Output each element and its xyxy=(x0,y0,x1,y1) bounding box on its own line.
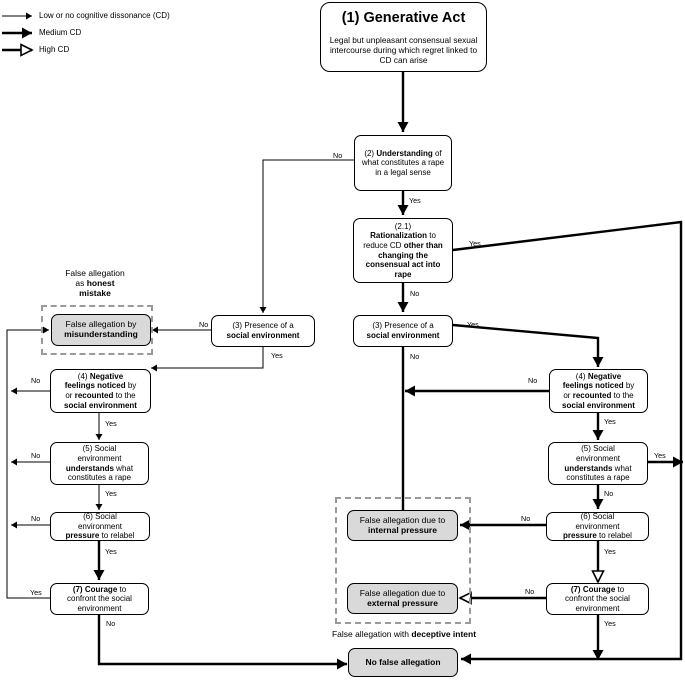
label-6l-yes: Yes xyxy=(105,547,117,556)
understands-node-left: (5) Social environment understands what … xyxy=(50,442,149,485)
courage-node-left: (7) Courage to confront the social envir… xyxy=(50,583,149,615)
label-3r-yes: Yes xyxy=(467,320,479,329)
honest-mistake-annotation: False allegation as honest mistake xyxy=(65,268,125,298)
label-6r-no: No xyxy=(521,514,531,523)
false-allegation-internal-node: False allegation due to internal pressur… xyxy=(347,510,458,541)
edge-7l-no xyxy=(97,615,347,670)
label-6r-yes: Yes xyxy=(604,547,616,556)
false-allegation-external-node: False allegation due to external pressur… xyxy=(347,583,458,614)
edge-3r-yes xyxy=(452,323,604,367)
understands-node-right: (5) Social environment understands what … xyxy=(548,442,648,485)
label-4r-yes: Yes xyxy=(604,417,616,426)
legend-low-label: Low or no cognitive dissonance (CD) xyxy=(39,11,170,20)
legend-medium-label: Medium CD xyxy=(39,28,82,37)
label-7r-no: No xyxy=(525,587,535,596)
false-allegation-misunderstanding-node: False allegation by misunderstanding xyxy=(51,314,151,346)
edge-7l-yes xyxy=(6,326,50,599)
generative-act-node: (1) Generative Act Legal but unpleasant … xyxy=(320,2,487,72)
label-5r-no: No xyxy=(604,489,614,498)
understanding-node: (2) Understanding of what constitutes a … xyxy=(354,135,452,191)
label-5l-yes: Yes xyxy=(105,489,117,498)
no-false-allegation-node: No false allegation xyxy=(348,648,458,677)
rationalization-node: (2.1)Rationalization to reduce CD other … xyxy=(353,218,453,283)
label-2.1-no: No xyxy=(410,289,420,298)
label-6l-no: No xyxy=(31,514,41,523)
edge-3l-yes xyxy=(151,347,264,372)
label-2-no: No xyxy=(333,151,343,160)
label-5l-no: No xyxy=(31,451,41,460)
label-5r-yes: Yes xyxy=(654,451,666,460)
edge-2-no xyxy=(259,159,354,313)
label-7l-yes: Yes xyxy=(30,588,42,597)
label-4l-no: No xyxy=(31,376,41,385)
label-3l-no: No xyxy=(199,320,209,329)
pressure-node-right: (6) Social environment pressure to relab… xyxy=(546,512,649,541)
edge-2.1-yes xyxy=(452,220,683,665)
honest-mistake-frame xyxy=(41,305,153,355)
label-2-yes: Yes xyxy=(409,196,421,205)
label-4r-no: No xyxy=(528,376,538,385)
courage-node-right: (7) Courage to confront the social envir… xyxy=(546,583,649,615)
label-3r-no: No xyxy=(410,352,420,361)
label-2.1-yes: Yes xyxy=(469,239,481,248)
label-4l-yes: Yes xyxy=(105,419,117,428)
deceptive-intent-annotation: False allegation with deceptive intent xyxy=(331,629,477,639)
label-7r-yes: Yes xyxy=(604,619,616,628)
pressure-node-left: (6) Social environment pressure to relab… xyxy=(50,512,150,541)
legend-high-label: High CD xyxy=(39,45,70,54)
deceptive-intent-frame xyxy=(335,497,471,624)
social-environment-node-left: (3) Presence of a social environment xyxy=(211,315,315,347)
label-7l-no: No xyxy=(106,619,116,628)
label-3l-yes: Yes xyxy=(271,351,283,360)
social-environment-node-right: (3) Presence of a social environment xyxy=(353,315,453,347)
